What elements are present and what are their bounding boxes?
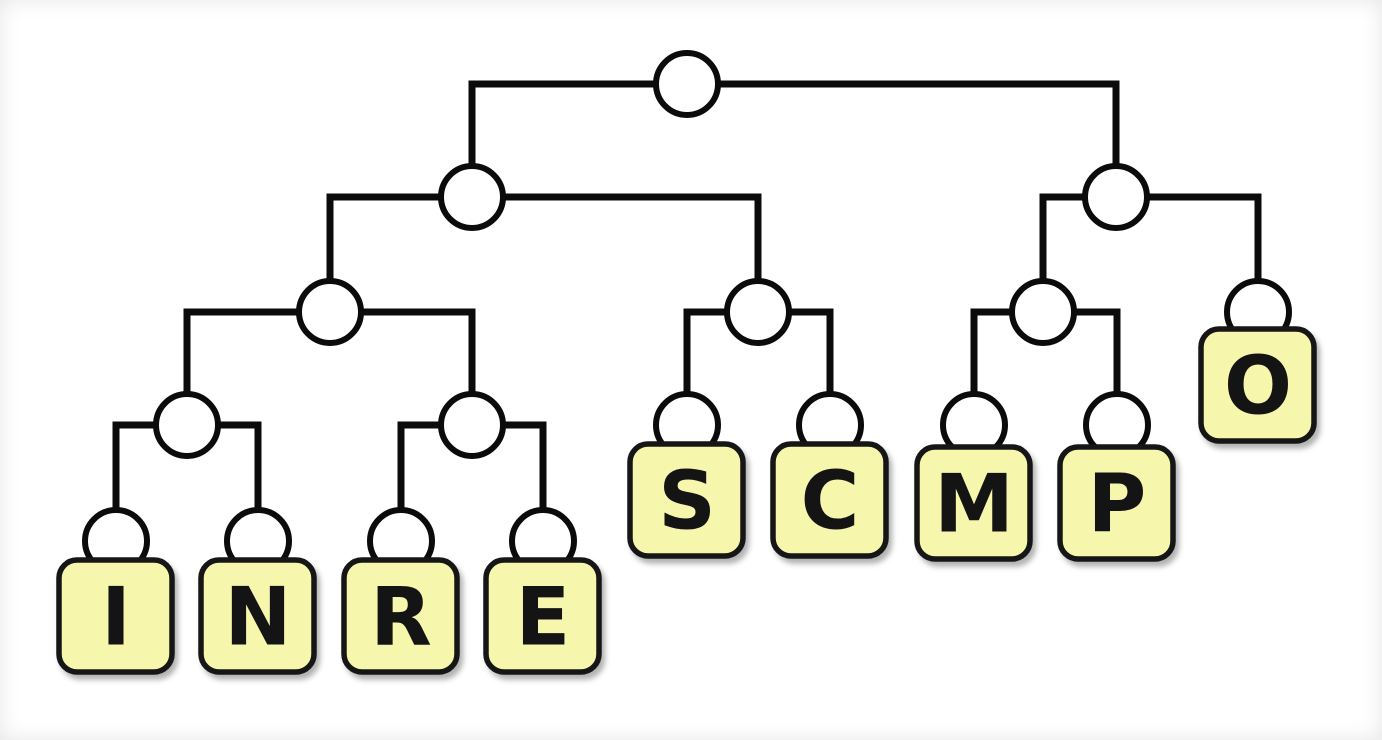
letter-tile: [627, 441, 746, 559]
leaf-tile-c: C: [770, 391, 889, 559]
level2-left-circle: [438, 163, 506, 231]
tile-letter: C: [801, 455, 860, 548]
leaf-tile-o: O: [1198, 278, 1317, 444]
letter-tile: [341, 557, 460, 675]
edge-right2-to-children: [1039, 193, 1262, 312]
leaf-tile-i: I: [56, 507, 175, 675]
edge-root-to-children: [468, 80, 1120, 197]
tile-letter: P: [1088, 458, 1147, 551]
level2-right-circle: [1082, 163, 1150, 231]
leaf-tile-p: P: [1057, 391, 1176, 562]
leaf-tile-e: E: [483, 507, 602, 675]
mp-parent-circle: [1009, 278, 1077, 346]
tile-letter: M: [934, 458, 1014, 551]
letter-tile: [1057, 444, 1176, 562]
re-parent-circle: [438, 391, 506, 459]
letter-tile: [1198, 326, 1317, 444]
edge-left2-to-children: [326, 193, 762, 312]
level3-left-circle: [296, 278, 364, 346]
sc-parent-circle: [724, 278, 792, 346]
tile-letter: R: [370, 571, 432, 664]
leaf-tile-n: N: [198, 507, 317, 675]
leaf-tiles: I N R E S: [56, 278, 1317, 675]
letter-tile: [198, 557, 317, 675]
tile-letter: I: [101, 571, 131, 664]
leaf-tile-s: S: [627, 391, 746, 559]
leaf-tile-m: M: [914, 391, 1033, 562]
leaf-tile-r: R: [341, 507, 460, 675]
letter-tile: [483, 557, 602, 675]
letter-tile: [914, 444, 1033, 562]
in-parent-circle: [153, 391, 221, 459]
tile-letter: N: [225, 571, 292, 664]
letter-tile: [56, 557, 175, 675]
tile-letter: S: [658, 455, 716, 548]
root-node-circle: [653, 50, 721, 118]
letter-tile: [770, 441, 889, 559]
internal-nodes: [153, 50, 1150, 459]
tile-letter: O: [1224, 340, 1292, 433]
tile-letter: E: [516, 571, 571, 664]
